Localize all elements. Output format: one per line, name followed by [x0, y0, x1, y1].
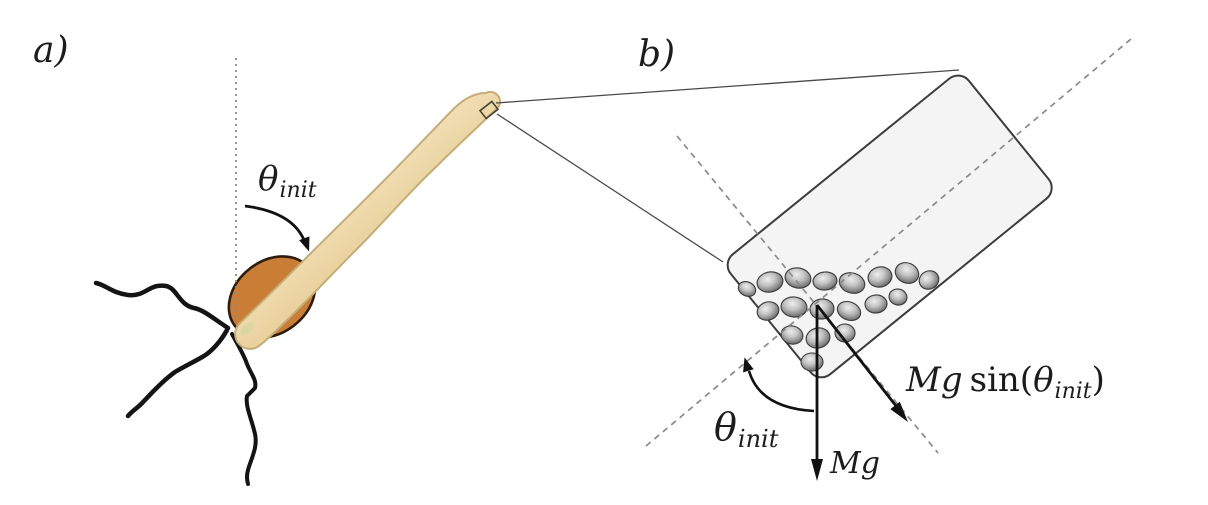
statolith-grain — [737, 281, 757, 297]
statolith-grain — [784, 267, 812, 289]
statolith-grain — [894, 262, 920, 284]
callout-line-bottom — [496, 113, 724, 263]
roots — [93, 280, 258, 486]
theta-init-label-b: θinit — [714, 405, 779, 453]
theta-arc-b-arrowhead — [743, 357, 754, 373]
cell-body — [726, 74, 1053, 379]
theta-arc-a-arrowhead — [299, 236, 310, 252]
statolith-grain — [780, 296, 808, 318]
vector-mg — [811, 305, 823, 481]
shoot-base-sliver — [240, 322, 254, 336]
theta-arc-b — [743, 357, 815, 413]
theta-arc-a — [244, 204, 310, 252]
shoot — [234, 90, 501, 350]
statolith-grain — [800, 352, 824, 372]
panel-a-seedling — [93, 58, 501, 486]
statolith-grain — [867, 266, 893, 288]
root-left — [93, 280, 231, 331]
callout-line-top — [495, 69, 960, 104]
panel-b-cell — [645, 38, 1132, 481]
panel-a-label: a) — [33, 30, 69, 71]
vector-mg-sin-arrowhead — [890, 401, 908, 422]
statolith-grain — [918, 270, 940, 290]
statolith-grain — [756, 301, 780, 321]
root-down — [230, 332, 258, 486]
callout-lines — [495, 69, 960, 263]
vector-mg-arrowhead — [811, 459, 823, 481]
zoom-region-box — [478, 100, 500, 120]
cell-normal-axis-dashed — [676, 135, 939, 454]
theta-arc-a-curve — [244, 204, 306, 241]
statolith-grain — [888, 288, 908, 306]
panel-b-label: b) — [638, 34, 675, 75]
cell-axis-dashed-lines — [645, 38, 1132, 454]
statolith-grain — [756, 271, 784, 293]
vector-mg-sin — [815, 304, 908, 422]
mg-label: Mg — [829, 446, 880, 481]
statolith-grains — [737, 262, 940, 372]
statolith-grain — [836, 300, 862, 322]
theta-arc-b-curve — [747, 370, 815, 413]
root-lower-left — [125, 327, 230, 419]
statolith-grain — [864, 294, 888, 314]
vector-mg-sin-shaft — [815, 304, 902, 412]
statolith-grain — [812, 271, 838, 291]
statolith-grain — [838, 272, 866, 294]
theta-init-label-a: θinit — [258, 159, 317, 203]
